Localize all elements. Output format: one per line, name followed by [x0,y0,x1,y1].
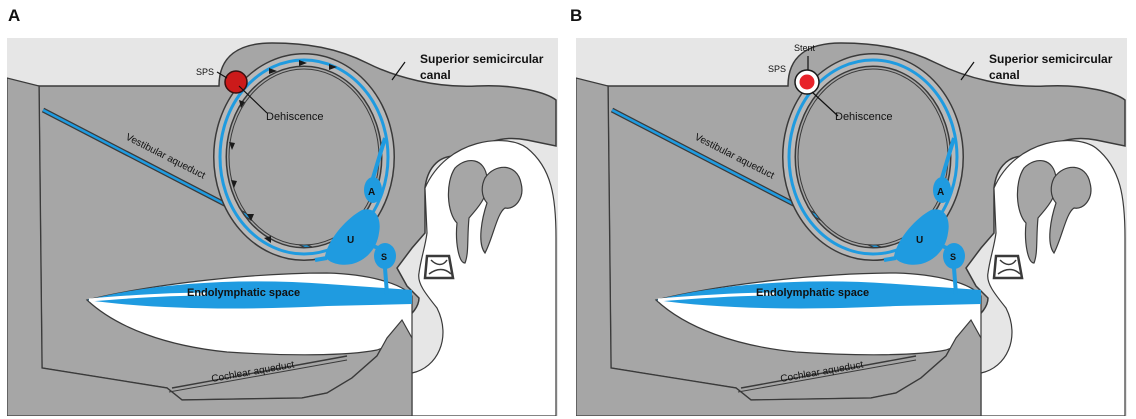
panel-a: SPS Dehiscence Superior semicircular can… [7,38,558,416]
sps-label: SPS [196,67,214,77]
endolymphatic-duct-junction [884,258,896,260]
utricle-label: U [347,235,354,246]
ampulla-label: A [937,187,944,198]
canal-label-line2: canal [420,68,451,82]
sps-label: SPS [768,64,786,74]
dehiscence-marker [800,75,815,90]
ductus-reuniens [954,268,956,294]
panel-b-letter: B [570,6,582,26]
panel-b-diagram: Stent SPS Dehiscence Superior semicircul… [576,38,1127,416]
canal-label-line1: Superior semicircular [989,52,1113,66]
saccule-label: S [381,252,387,262]
dehiscence-label: Dehiscence [266,111,323,123]
endolymphatic-space-label: Endolymphatic space [756,287,869,299]
endolymphatic-space-label: Endolymphatic space [187,287,300,299]
utricle-label: U [916,235,923,246]
stent-label: Stent [794,43,816,53]
saccule-label: S [950,252,956,262]
endolymphatic-duct-junction [315,258,327,260]
panel-a-letter: A [8,6,20,26]
panel-b: Stent SPS Dehiscence Superior semicircul… [576,38,1127,416]
ductus-reuniens [385,268,387,294]
canal-label-line2: canal [989,68,1020,82]
panel-a-diagram: SPS Dehiscence Superior semicircular can… [7,38,558,416]
dehiscence-label: Dehiscence [835,111,892,123]
ampulla-label: A [368,187,375,198]
canal-label-line1: Superior semicircular [420,52,544,66]
